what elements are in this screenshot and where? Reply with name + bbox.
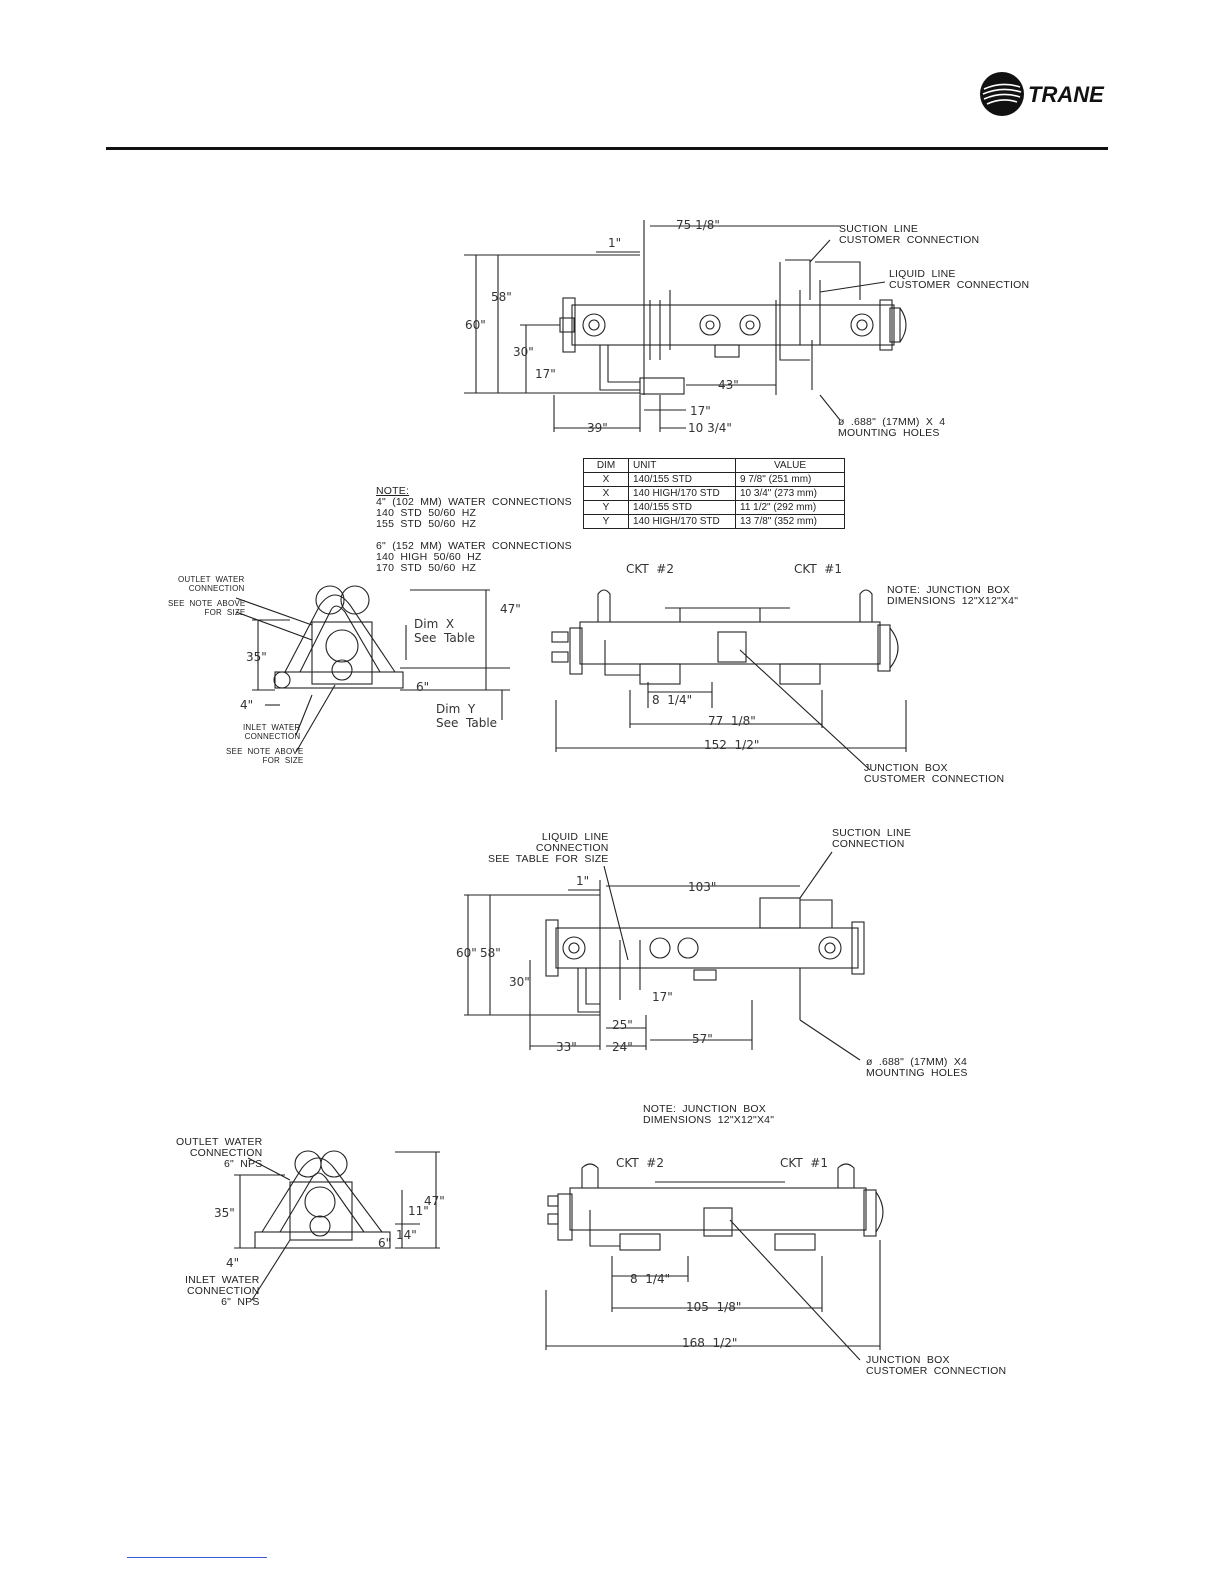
fig2-see-note-top: SEE NOTE ABOVE FOR SIZE bbox=[168, 599, 246, 617]
fig4-dim-11: 11" bbox=[408, 1204, 429, 1218]
fig3-dim-1: 1" bbox=[576, 874, 590, 888]
fig3-dim-58: 58" bbox=[480, 946, 501, 960]
fig2-dim-x: Dim X See Table bbox=[414, 617, 476, 645]
table-header: UNIT bbox=[628, 458, 736, 473]
fig4-outlet-label: OUTLET WATER CONNECTION 6" NPS bbox=[176, 1136, 263, 1170]
fig1-dim-17h: 17" bbox=[690, 404, 711, 418]
fig2-ckt1: CKT #1 bbox=[794, 562, 842, 576]
fig1-mounting-callout: ø .688" (17MM) X 4 MOUNTING HOLES bbox=[838, 416, 946, 439]
fig2-dim-77: 77 1/8" bbox=[708, 714, 756, 728]
table-cell: Y bbox=[583, 514, 629, 529]
fig2-jbox-note: NOTE: JUNCTION BOX DIMENSIONS 12"X12"X4" bbox=[887, 584, 1019, 607]
fig4-dim-105: 105 1/8" bbox=[686, 1300, 742, 1314]
fig4-jbox-callout: JUNCTION BOX CUSTOMER CONNECTION bbox=[866, 1354, 1007, 1377]
table-cell: 140/155 STD bbox=[628, 500, 736, 515]
fig1-dim-39: 39" bbox=[587, 421, 608, 435]
table-cell: 9 7/8" (251 mm) bbox=[735, 472, 845, 487]
fig1-liquid-callout: LIQUID LINE CUSTOMER CONNECTION bbox=[889, 268, 1030, 291]
fig4-ckt2: CKT #2 bbox=[616, 1156, 664, 1170]
fig4-ckt1: CKT #1 bbox=[780, 1156, 828, 1170]
fig4-dim-168: 168 1/2" bbox=[682, 1336, 738, 1350]
table-cell: X bbox=[583, 486, 629, 501]
table-row: X 140/155 STD 9 7/8" (251 mm) bbox=[583, 472, 845, 487]
trane-logo: TRANE bbox=[978, 69, 1110, 119]
fig3-dim-24: 24" bbox=[612, 1040, 633, 1054]
fig3-dim-30: 30" bbox=[509, 975, 530, 989]
table-row: Y 140/155 STD 11 1/2" (292 mm) bbox=[583, 500, 845, 515]
fig4-end-view bbox=[234, 1150, 440, 1301]
fig3-plan-view bbox=[464, 851, 865, 1061]
header-rule bbox=[106, 147, 1108, 150]
fig2-dim-152: 152 1/2" bbox=[704, 738, 760, 752]
fig2-end-view bbox=[235, 585, 510, 753]
fig4-side-view bbox=[545, 1163, 884, 1361]
fig4-dim-14: 14" bbox=[396, 1228, 417, 1242]
table-header: DIM bbox=[583, 458, 629, 473]
fig2-jbox-callout: JUNCTION BOX CUSTOMER CONNECTION bbox=[864, 762, 1005, 785]
fig4-dim-47: 47" bbox=[424, 1194, 445, 1208]
fig3-dim-17: 17" bbox=[652, 990, 673, 1004]
fig2-dim-35: 35" bbox=[246, 650, 267, 664]
fig4-dim-8: 8 1/4" bbox=[630, 1272, 671, 1286]
fig1-dim-17v: 17" bbox=[535, 367, 556, 381]
fig1-dim-1: 1" bbox=[608, 236, 622, 250]
brand-text: TRANE bbox=[1028, 82, 1105, 107]
fig4-inlet-label: INLET WATER CONNECTION 6" NPS bbox=[185, 1274, 260, 1308]
fig4-jbox-note: NOTE: JUNCTION BOX DIMENSIONS 12"X12"X4" bbox=[643, 1103, 775, 1126]
table-cell: 11 1/2" (292 mm) bbox=[735, 500, 845, 515]
fig4-dim-4: 4" bbox=[226, 1256, 240, 1270]
table-cell: X bbox=[583, 472, 629, 487]
table-row: X 140 HIGH/170 STD 10 3/4" (273 mm) bbox=[583, 486, 845, 501]
fig2-inlet-label: INLET WATER CONNECTION bbox=[243, 723, 301, 741]
fig3-dim-103: 103" bbox=[688, 880, 717, 894]
fig1-plan-view bbox=[464, 220, 907, 432]
fig2-outlet-label: OUTLET WATER CONNECTION bbox=[178, 575, 245, 593]
fig3-suction-callout: SUCTION LINE CONNECTION bbox=[832, 827, 912, 850]
table-header: VALUE bbox=[735, 458, 845, 473]
fig3-liquid-callout: LIQUID LINE CONNECTION SEE TABLE FOR SIZ… bbox=[488, 831, 609, 865]
table-cell: 10 3/4" (273 mm) bbox=[735, 486, 845, 501]
footer-link-line[interactable] bbox=[127, 1557, 267, 1558]
fig1-dim-58: 58" bbox=[491, 290, 512, 304]
fig2-ckt2: CKT #2 bbox=[626, 562, 674, 576]
table-cell: 13 7/8" (352 mm) bbox=[735, 514, 845, 529]
fig3-dim-60: 60" bbox=[456, 946, 477, 960]
note-title: NOTE: bbox=[376, 485, 410, 497]
fig1-dim-30: 30" bbox=[513, 345, 534, 359]
fig3-dim-57: 57" bbox=[692, 1032, 713, 1046]
fig1-suction-callout: SUCTION LINE CUSTOMER CONNECTION bbox=[839, 223, 980, 246]
fig2-dim-4: 4" bbox=[240, 698, 254, 712]
fig2-dim-8: 8 1/4" bbox=[652, 693, 693, 707]
fig1-dim-43: 43" bbox=[718, 378, 739, 392]
fig3-mounting-callout: ø .688" (17MM) X4 MOUNTING HOLES bbox=[866, 1056, 968, 1079]
fig2-dim-47: 47" bbox=[500, 602, 521, 616]
fig2-dim-y: Dim Y See Table bbox=[436, 702, 498, 730]
fig1-dim-60: 60" bbox=[465, 318, 486, 332]
table-cell: 140/155 STD bbox=[628, 472, 736, 487]
fig4-dim-6: 6" bbox=[378, 1236, 392, 1250]
note-lines: 4" (102 MM) WATER CONNECTIONS 140 STD 50… bbox=[376, 496, 572, 574]
fig3-dim-25: 25" bbox=[612, 1018, 633, 1032]
table-row: Y 140 HIGH/170 STD 13 7/8" (352 mm) bbox=[583, 514, 845, 529]
fig2-dim-6: 6" bbox=[416, 680, 430, 694]
fig4-dim-35: 35" bbox=[214, 1206, 235, 1220]
dimension-table: DIM UNIT VALUE X 140/155 STD 9 7/8" (251… bbox=[583, 458, 845, 529]
table-cell: 140 HIGH/170 STD bbox=[628, 486, 736, 501]
table-cell: 140 HIGH/170 STD bbox=[628, 514, 736, 529]
table-cell: Y bbox=[583, 500, 629, 515]
fig3-dim-33: 33" bbox=[556, 1040, 577, 1054]
fig2-side-view bbox=[551, 589, 907, 771]
fig2-see-note-bottom: SEE NOTE ABOVE FOR SIZE bbox=[226, 747, 304, 765]
table-header-row: DIM UNIT VALUE bbox=[583, 458, 845, 473]
fig1-dim-75: 75 1/8" bbox=[676, 218, 720, 232]
fig1-dim-10: 10 3/4" bbox=[688, 421, 732, 435]
